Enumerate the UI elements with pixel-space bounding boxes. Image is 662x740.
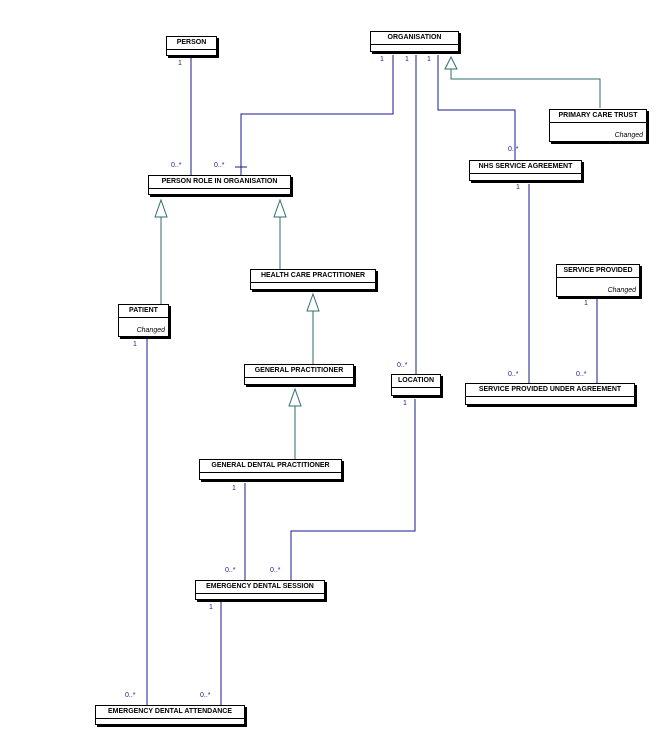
assoc-location-eds <box>290 399 416 580</box>
gen-gdp-gp-arrow <box>288 387 302 407</box>
multiplicity-label: 1 <box>209 604 213 611</box>
class-general-practitioner[interactable]: GENERAL PRACTITIONER <box>244 364 354 385</box>
multiplicity-label: 0..* <box>214 162 225 169</box>
changed-note: Changed <box>607 287 636 294</box>
class-name: NHS SERVICE AGREEMENT <box>470 161 581 174</box>
multiplicity-label: 0..* <box>576 371 587 378</box>
class-name: PATIENT <box>119 305 168 318</box>
class-name: PERSON <box>167 37 216 50</box>
class-name: GENERAL PRACTITIONER <box>245 365 353 378</box>
class-nhs-service-agreement[interactable]: NHS SERVICE AGREEMENT <box>469 160 582 181</box>
multiplicity-label: 0..* <box>171 162 182 169</box>
multiplicity-label: 0..* <box>125 692 136 699</box>
class-emergency-dental-session[interactable]: EMERGENCY DENTAL SESSION <box>195 580 325 600</box>
class-name: ORGANISATION <box>371 32 458 45</box>
generalization-lines <box>154 55 601 459</box>
multiplicity-label: 0..* <box>397 362 408 369</box>
class-name: HEALTH CARE PRACTITIONER <box>251 270 375 283</box>
class-person-role-in-organisation[interactable]: PERSON ROLE IN ORGANISATION <box>148 175 291 195</box>
gen-pct-org <box>450 69 601 108</box>
class-service-provided-under-agreement[interactable]: SERVICE PROVIDED UNDER AGREEMENT <box>465 383 635 405</box>
multiplicity-label: 1 <box>380 56 384 63</box>
multiplicity-label: 1 <box>516 184 520 191</box>
class-name: PRIMARY CARE TRUST <box>550 110 646 123</box>
changed-note: Changed <box>614 132 643 139</box>
class-organisation[interactable]: ORGANISATION <box>370 31 459 52</box>
class-emergency-dental-attendance[interactable]: EMERGENCY DENTAL ATTENDANCE <box>95 705 245 725</box>
changed-note: Changed <box>136 327 165 334</box>
class-general-dental-practitioner[interactable]: GENERAL DENTAL PRACTITIONER <box>199 459 342 480</box>
gen-hcp-role-arrow <box>273 198 287 218</box>
class-primary-care-trust[interactable]: PRIMARY CARE TRUST Changed <box>549 109 647 142</box>
multiplicity-label: 1 <box>405 56 409 63</box>
class-name: EMERGENCY DENTAL ATTENDANCE <box>96 706 244 719</box>
gen-pct-org-arrow <box>444 55 458 70</box>
class-health-care-practitioner[interactable]: HEALTH CARE PRACTITIONER <box>250 269 376 290</box>
class-name: SERVICE PROVIDED UNDER AGREEMENT <box>466 384 634 397</box>
multiplicity-label: 1 <box>133 341 137 348</box>
multiplicity-label: 0..* <box>508 146 519 153</box>
gen-patient-role-arrow <box>154 198 168 218</box>
class-location[interactable]: LOCATION <box>391 374 441 396</box>
multiplicity-label: 0..* <box>200 692 211 699</box>
multiplicity-label: 1 <box>427 56 431 63</box>
assoc-org-role <box>240 55 394 175</box>
multiplicity-label: 1 <box>232 485 236 492</box>
multiplicity-label: 1 <box>584 300 588 307</box>
class-name: GENERAL DENTAL PRACTITIONER <box>200 460 341 473</box>
class-name: EMERGENCY DENTAL SESSION <box>196 581 324 594</box>
class-patient[interactable]: PATIENT Changed <box>118 304 169 337</box>
class-name: LOCATION <box>392 375 440 388</box>
multiplicity-label: 0..* <box>225 567 236 574</box>
class-name: PERSON ROLE IN ORGANISATION <box>149 176 290 189</box>
class-person[interactable]: PERSON <box>166 36 217 56</box>
class-name: SERVICE PROVIDED <box>557 265 639 278</box>
multiplicity-label: 1 <box>403 400 407 407</box>
gen-gp-hcp-arrow <box>306 292 320 312</box>
assoc-org-nhs <box>437 55 516 160</box>
multiplicity-label: 0..* <box>270 567 281 574</box>
multiplicity-label: 1 <box>178 60 182 67</box>
class-service-provided[interactable]: SERVICE PROVIDED Changed <box>556 264 640 297</box>
multiplicity-label: 0..* <box>508 371 519 378</box>
association-lines <box>146 55 598 705</box>
